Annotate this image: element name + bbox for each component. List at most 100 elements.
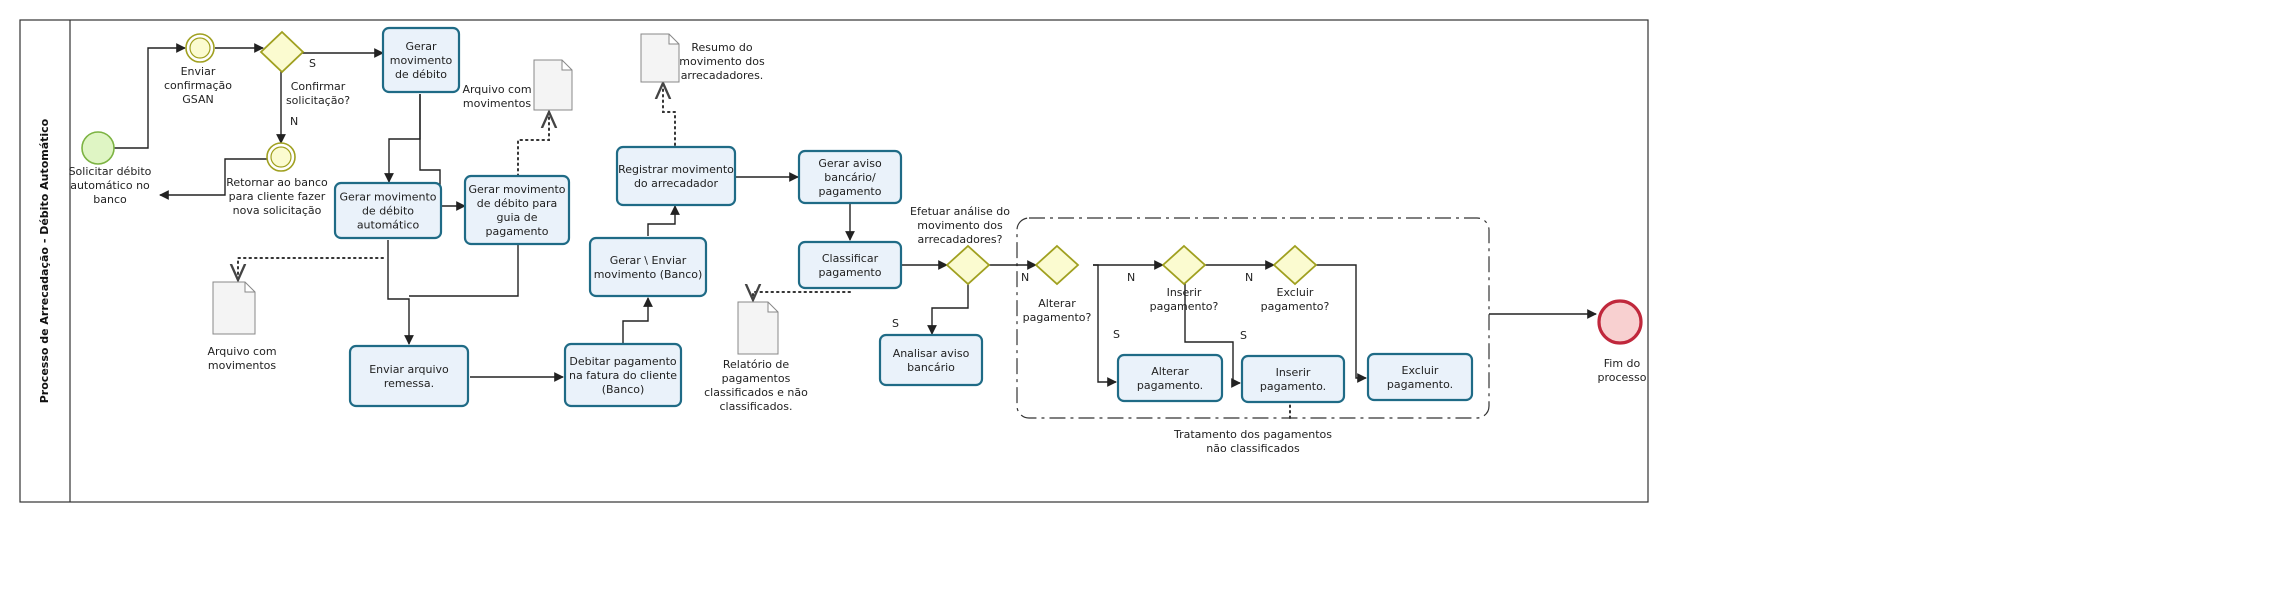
task-label: Gerar aviso xyxy=(818,157,882,170)
data-object-label: arrecadadores. xyxy=(681,69,764,82)
intermediate-event-return[interactable] xyxy=(266,142,296,172)
label-line: Alterar xyxy=(1038,297,1076,310)
label-line: Tratamento dos pagamentos xyxy=(1173,428,1332,441)
task-label: de débito xyxy=(362,205,414,218)
task-label: bancário/ xyxy=(824,171,876,184)
flow-debit-to-gensend xyxy=(622,297,653,343)
task-label: Classificar xyxy=(822,252,879,265)
label-line: solicitação? xyxy=(286,94,350,107)
task-label: Excluir xyxy=(1402,364,1439,377)
task-label: Alterar xyxy=(1151,365,1189,378)
data-object-label: classificados e não xyxy=(704,386,808,399)
gateway-alter-yes: S xyxy=(1113,328,1120,341)
label-line: automático no xyxy=(70,179,150,192)
end-event[interactable] xyxy=(1597,299,1643,345)
assoc-classify-to-report xyxy=(753,292,851,300)
task-label: na fatura do cliente xyxy=(569,369,677,382)
gateway-confirm-yes: S xyxy=(309,57,316,70)
task-label: Gerar movimento xyxy=(468,183,565,196)
flow-return-bank xyxy=(159,158,270,200)
task-label: movimento (Banco) xyxy=(594,268,703,281)
gateway-analysis[interactable] xyxy=(945,244,991,286)
flow-alter-yes xyxy=(1093,264,1117,387)
gateway-delete[interactable] xyxy=(1272,244,1318,286)
intermediate-event-send[interactable] xyxy=(185,33,215,63)
task-label: pagamento xyxy=(486,225,549,238)
flow-guide-to-send xyxy=(409,245,519,297)
task-label: Enviar arquivo xyxy=(369,363,449,376)
gateway-confirm[interactable] xyxy=(259,30,305,74)
flow-auto-to-send xyxy=(387,240,414,345)
data-object-label: Arquivo com xyxy=(207,345,276,358)
label-line: pagamento? xyxy=(1150,300,1219,313)
label-line: Fim do xyxy=(1604,357,1641,370)
flow-gensend-to-register xyxy=(647,205,680,236)
task-label: pagamento xyxy=(819,266,882,279)
label-line: confirmação xyxy=(164,79,232,92)
task-label: do arrecadador xyxy=(634,177,719,190)
task-label: Analisar aviso xyxy=(893,347,970,360)
label-line: Excluir xyxy=(1277,286,1314,299)
flow-delete-to-task xyxy=(1315,264,1367,383)
assoc-guide-to-file xyxy=(517,112,549,177)
assoc-register-to-summary xyxy=(663,83,676,146)
label-line: processo xyxy=(1597,371,1646,384)
group-untreated-payments xyxy=(1016,217,1490,419)
task-label: Registrar movimento xyxy=(618,163,734,176)
label-line: Confirmar xyxy=(291,80,346,93)
gateway-insert[interactable] xyxy=(1161,244,1207,286)
flow-start-to-confirm xyxy=(110,43,186,149)
label-line: arrecadadores? xyxy=(918,233,1003,246)
task-label: pagamento. xyxy=(1137,379,1203,392)
label-line: não classificados xyxy=(1206,442,1300,455)
gateway-analysis-no: N xyxy=(1021,271,1029,284)
label-line: Retornar ao banco xyxy=(226,176,328,189)
label-line: pagamento? xyxy=(1261,300,1330,313)
label-line: Solicitar débito xyxy=(69,165,152,178)
label-line: banco xyxy=(93,193,127,206)
data-object-label: movimentos xyxy=(208,359,277,372)
gateway-alter[interactable] xyxy=(1034,244,1080,286)
flow-gen-debit-to-guide xyxy=(419,94,466,211)
data-object-label: classificados. xyxy=(719,400,792,413)
associations xyxy=(238,83,1291,419)
task-label: remessa. xyxy=(384,377,434,390)
task-label: Debitar pagamento xyxy=(569,355,677,368)
start-event[interactable] xyxy=(81,131,115,165)
label-line: Inserir xyxy=(1167,286,1202,299)
lane-title: Processo de Arrecadação - Débito Automát… xyxy=(38,118,51,403)
label-line: nova solicitação xyxy=(233,204,322,217)
gateway-analysis-yes: S xyxy=(892,317,899,330)
task-label: Gerar xyxy=(405,40,437,53)
data-object-label: pagamentos xyxy=(722,372,791,385)
flow-gw-yes xyxy=(927,282,969,335)
label-line: para cliente fazer xyxy=(229,190,326,203)
label-line: pagamento? xyxy=(1023,311,1092,324)
